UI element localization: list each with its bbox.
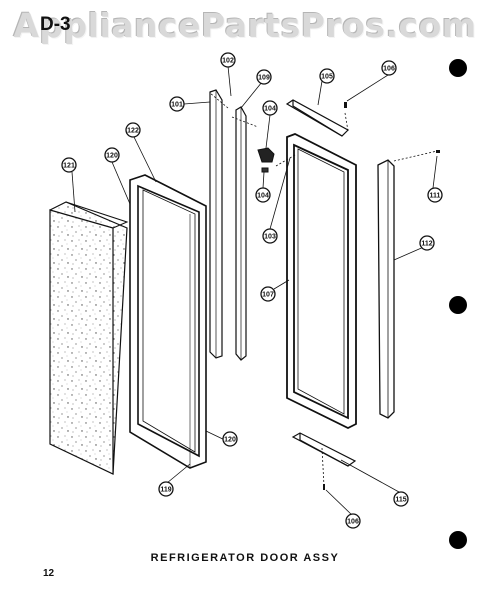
binder-hole-top bbox=[449, 59, 467, 77]
label-103: 103 bbox=[264, 234, 276, 241]
label-119: 119 bbox=[160, 487, 171, 494]
label-107: 107 bbox=[262, 292, 274, 299]
label-105: 105 bbox=[321, 74, 333, 81]
label-111: 111 bbox=[430, 193, 441, 200]
label-120-lower: 120 bbox=[224, 437, 236, 444]
bottom-door-channel bbox=[291, 432, 357, 467]
label-115: 115 bbox=[395, 497, 406, 504]
page-number: 12 bbox=[43, 568, 55, 579]
label-106-top: 106 bbox=[383, 66, 395, 73]
diagram-caption: REFRIGERATOR DOOR ASSY bbox=[150, 552, 340, 564]
screw-bottom bbox=[323, 484, 325, 490]
hinge-side-strip bbox=[209, 89, 223, 359]
label-112: 112 bbox=[421, 241, 432, 248]
label-101: 101 bbox=[171, 102, 183, 109]
label-104-upper: 104 bbox=[264, 106, 276, 113]
part-callouts bbox=[61, 52, 443, 529]
watermark: AppliancePartsPros.com bbox=[13, 6, 477, 45]
door-liner-frame bbox=[129, 174, 207, 469]
leader-lines bbox=[71, 65, 438, 517]
label-106-bottom: 106 bbox=[347, 519, 359, 526]
screw-side bbox=[436, 150, 440, 153]
top-door-channel bbox=[285, 99, 349, 137]
binder-hole-bottom bbox=[449, 531, 467, 549]
screw-top bbox=[344, 102, 347, 108]
binder-hole-middle bbox=[449, 296, 467, 314]
section-id: D-3 bbox=[40, 14, 71, 35]
door-trim-strip bbox=[235, 106, 247, 361]
label-120-upper: 120 bbox=[106, 153, 118, 160]
inner-door-panel-face bbox=[49, 209, 114, 475]
door-handle-strip bbox=[377, 159, 395, 419]
label-102: 102 bbox=[222, 58, 234, 65]
label-104-lower: 104 bbox=[257, 193, 269, 200]
outer-door-frame bbox=[286, 133, 357, 430]
hinge-bracket-part bbox=[257, 147, 275, 173]
label-122: 122 bbox=[127, 128, 139, 135]
label-109: 109 bbox=[258, 75, 270, 82]
label-121: 121 bbox=[63, 163, 75, 170]
